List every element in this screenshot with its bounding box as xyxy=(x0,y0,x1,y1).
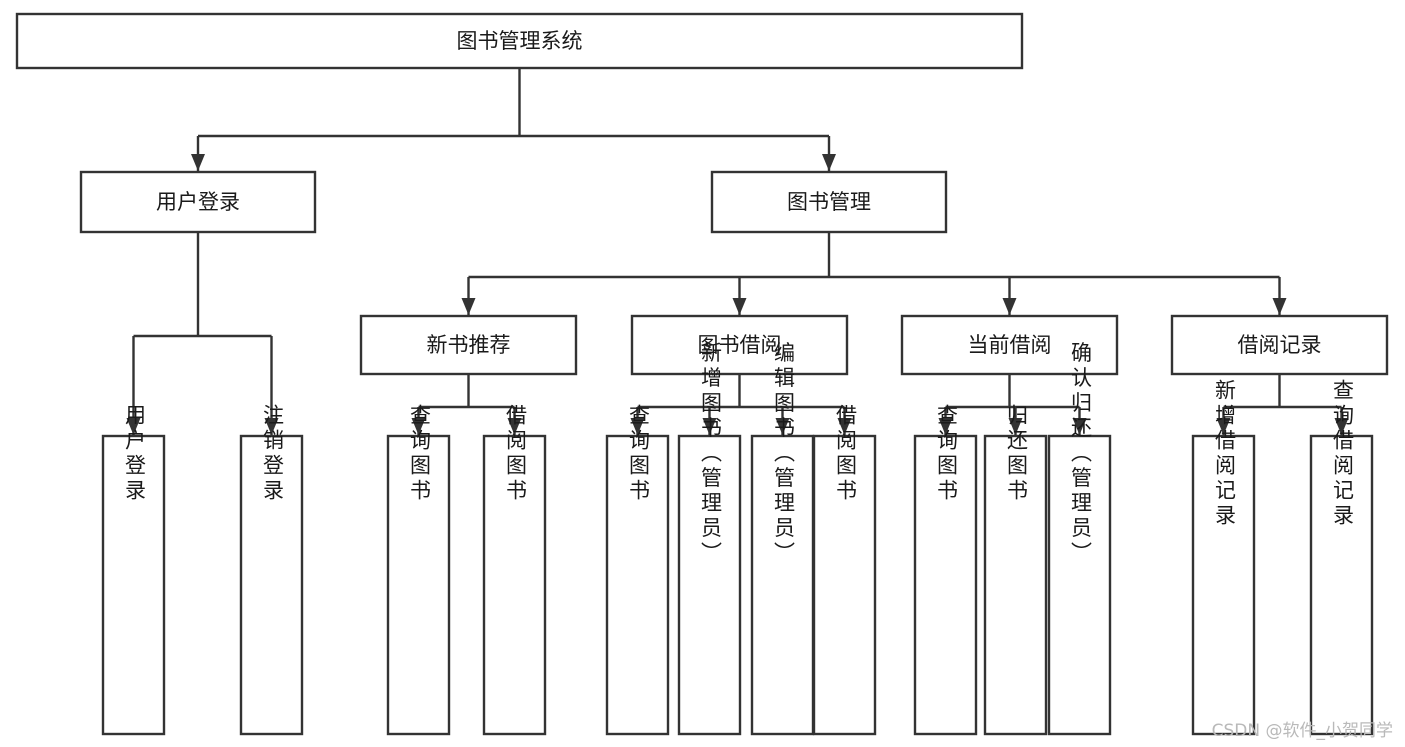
edge-arrowhead xyxy=(822,154,836,171)
level3-node[interactable]: 新书推荐 xyxy=(359,314,578,376)
level3-node[interactable]: 当前借阅 xyxy=(900,314,1119,376)
edge-arrowhead xyxy=(1002,298,1017,315)
edge-arrowhead xyxy=(191,154,205,171)
leaf-box[interactable] xyxy=(101,434,166,736)
leaf-node[interactable]: 归还图书 xyxy=(983,404,1048,736)
level3-box[interactable] xyxy=(359,314,578,376)
leaf-label: 新增借阅记录 xyxy=(1213,379,1237,529)
level2-label: 用户登录 xyxy=(156,190,240,214)
level3-box[interactable] xyxy=(630,314,849,376)
level3-node[interactable]: 借阅记录 xyxy=(1170,314,1389,376)
level3-label: 借阅记录 xyxy=(1238,333,1322,357)
leaf-box[interactable] xyxy=(983,434,1048,736)
edge-arrowhead xyxy=(1216,418,1231,435)
edge-arrowhead xyxy=(1008,418,1023,435)
leaf-label: 归还图书 xyxy=(1005,404,1029,504)
edge-arrowhead xyxy=(1272,298,1287,315)
leaf-node[interactable]: 查询图书 xyxy=(605,404,670,736)
leaf-label: 借阅图书 xyxy=(834,404,858,504)
level3-label: 当前借阅 xyxy=(968,333,1052,357)
leaf-box[interactable] xyxy=(812,434,877,736)
edges-layer xyxy=(126,68,1349,435)
leaf-label: 查询图书 xyxy=(408,404,432,504)
edge-arrowhead xyxy=(264,418,279,435)
level3-box[interactable] xyxy=(900,314,1119,376)
leaf-box[interactable] xyxy=(1309,434,1374,736)
root-label: 图书管理系统 xyxy=(457,29,583,53)
leaf-label: 编辑图书（管理员） xyxy=(772,342,796,567)
leaf-label: 借阅图书 xyxy=(504,404,528,504)
edge-arrowhead xyxy=(507,418,522,435)
leaf-node[interactable]: 编辑图书（管理员） xyxy=(750,342,815,736)
level2-node[interactable]: 用户登录 xyxy=(79,170,317,234)
edge-arrowhead xyxy=(702,418,717,435)
leaf-label: 确认归还（管理员） xyxy=(1069,342,1093,567)
edge-arrowhead xyxy=(461,298,476,315)
leaf-node[interactable]: 借阅图书 xyxy=(482,404,547,736)
root-box[interactable] xyxy=(15,12,1024,70)
level2-box[interactable] xyxy=(79,170,317,234)
leaf-node[interactable]: 注销登录 xyxy=(239,404,304,736)
leaf-node[interactable]: 查询图书 xyxy=(386,404,451,736)
leaf-box[interactable] xyxy=(677,434,742,736)
leaf-box[interactable] xyxy=(1191,434,1256,736)
level2-box[interactable] xyxy=(710,170,948,234)
leaf-box[interactable] xyxy=(239,434,304,736)
edge-arrowhead xyxy=(938,418,953,435)
leaf-label: 用户登录 xyxy=(123,404,147,504)
leaf-box[interactable] xyxy=(1047,434,1112,736)
leaf-box[interactable] xyxy=(605,434,670,736)
watermark-text: CSDN @软件_小贺同学 xyxy=(1211,721,1393,741)
edge-arrowhead xyxy=(126,418,141,435)
edge-arrowhead xyxy=(630,418,645,435)
leaf-node[interactable]: 确认归还（管理员） xyxy=(1047,342,1112,736)
leaf-box[interactable] xyxy=(913,434,978,736)
leaf-label: 新增图书（管理员） xyxy=(699,342,723,567)
nodes-layer: 图书管理系统用户登录图书管理新书推荐图书借阅当前借阅借阅记录用户登录注销登录查询… xyxy=(15,12,1389,736)
leaf-node[interactable]: 新增图书（管理员） xyxy=(677,342,742,736)
level3-box[interactable] xyxy=(1170,314,1389,376)
leaf-label: 查询图书 xyxy=(627,404,651,504)
edge-arrowhead xyxy=(1334,418,1349,435)
leaf-box[interactable] xyxy=(482,434,547,736)
leaf-node[interactable]: 新增借阅记录 xyxy=(1191,379,1256,736)
level3-label: 图书借阅 xyxy=(698,333,782,357)
leaf-node[interactable]: 借阅图书 xyxy=(812,404,877,736)
edge-arrowhead xyxy=(732,298,747,315)
edge-arrowhead xyxy=(837,418,852,435)
leaf-node[interactable]: 用户登录 xyxy=(101,404,166,736)
leaf-label: 查询图书 xyxy=(935,404,959,504)
level3-node[interactable]: 图书借阅 xyxy=(630,314,849,376)
edge-arrowhead xyxy=(775,418,790,435)
level2-node[interactable]: 图书管理 xyxy=(710,170,948,234)
root-node[interactable]: 图书管理系统 xyxy=(15,12,1024,70)
edge-arrowhead xyxy=(1072,418,1087,435)
level2-label: 图书管理 xyxy=(787,190,871,214)
leaf-box[interactable] xyxy=(386,434,451,736)
leaf-node[interactable]: 查询借阅记录 xyxy=(1309,379,1374,736)
leaf-label: 查询借阅记录 xyxy=(1331,379,1355,529)
leaf-label: 注销登录 xyxy=(261,404,285,504)
edge-arrowhead xyxy=(411,418,426,435)
level3-label: 新书推荐 xyxy=(427,333,511,357)
leaf-node[interactable]: 查询图书 xyxy=(913,404,978,736)
